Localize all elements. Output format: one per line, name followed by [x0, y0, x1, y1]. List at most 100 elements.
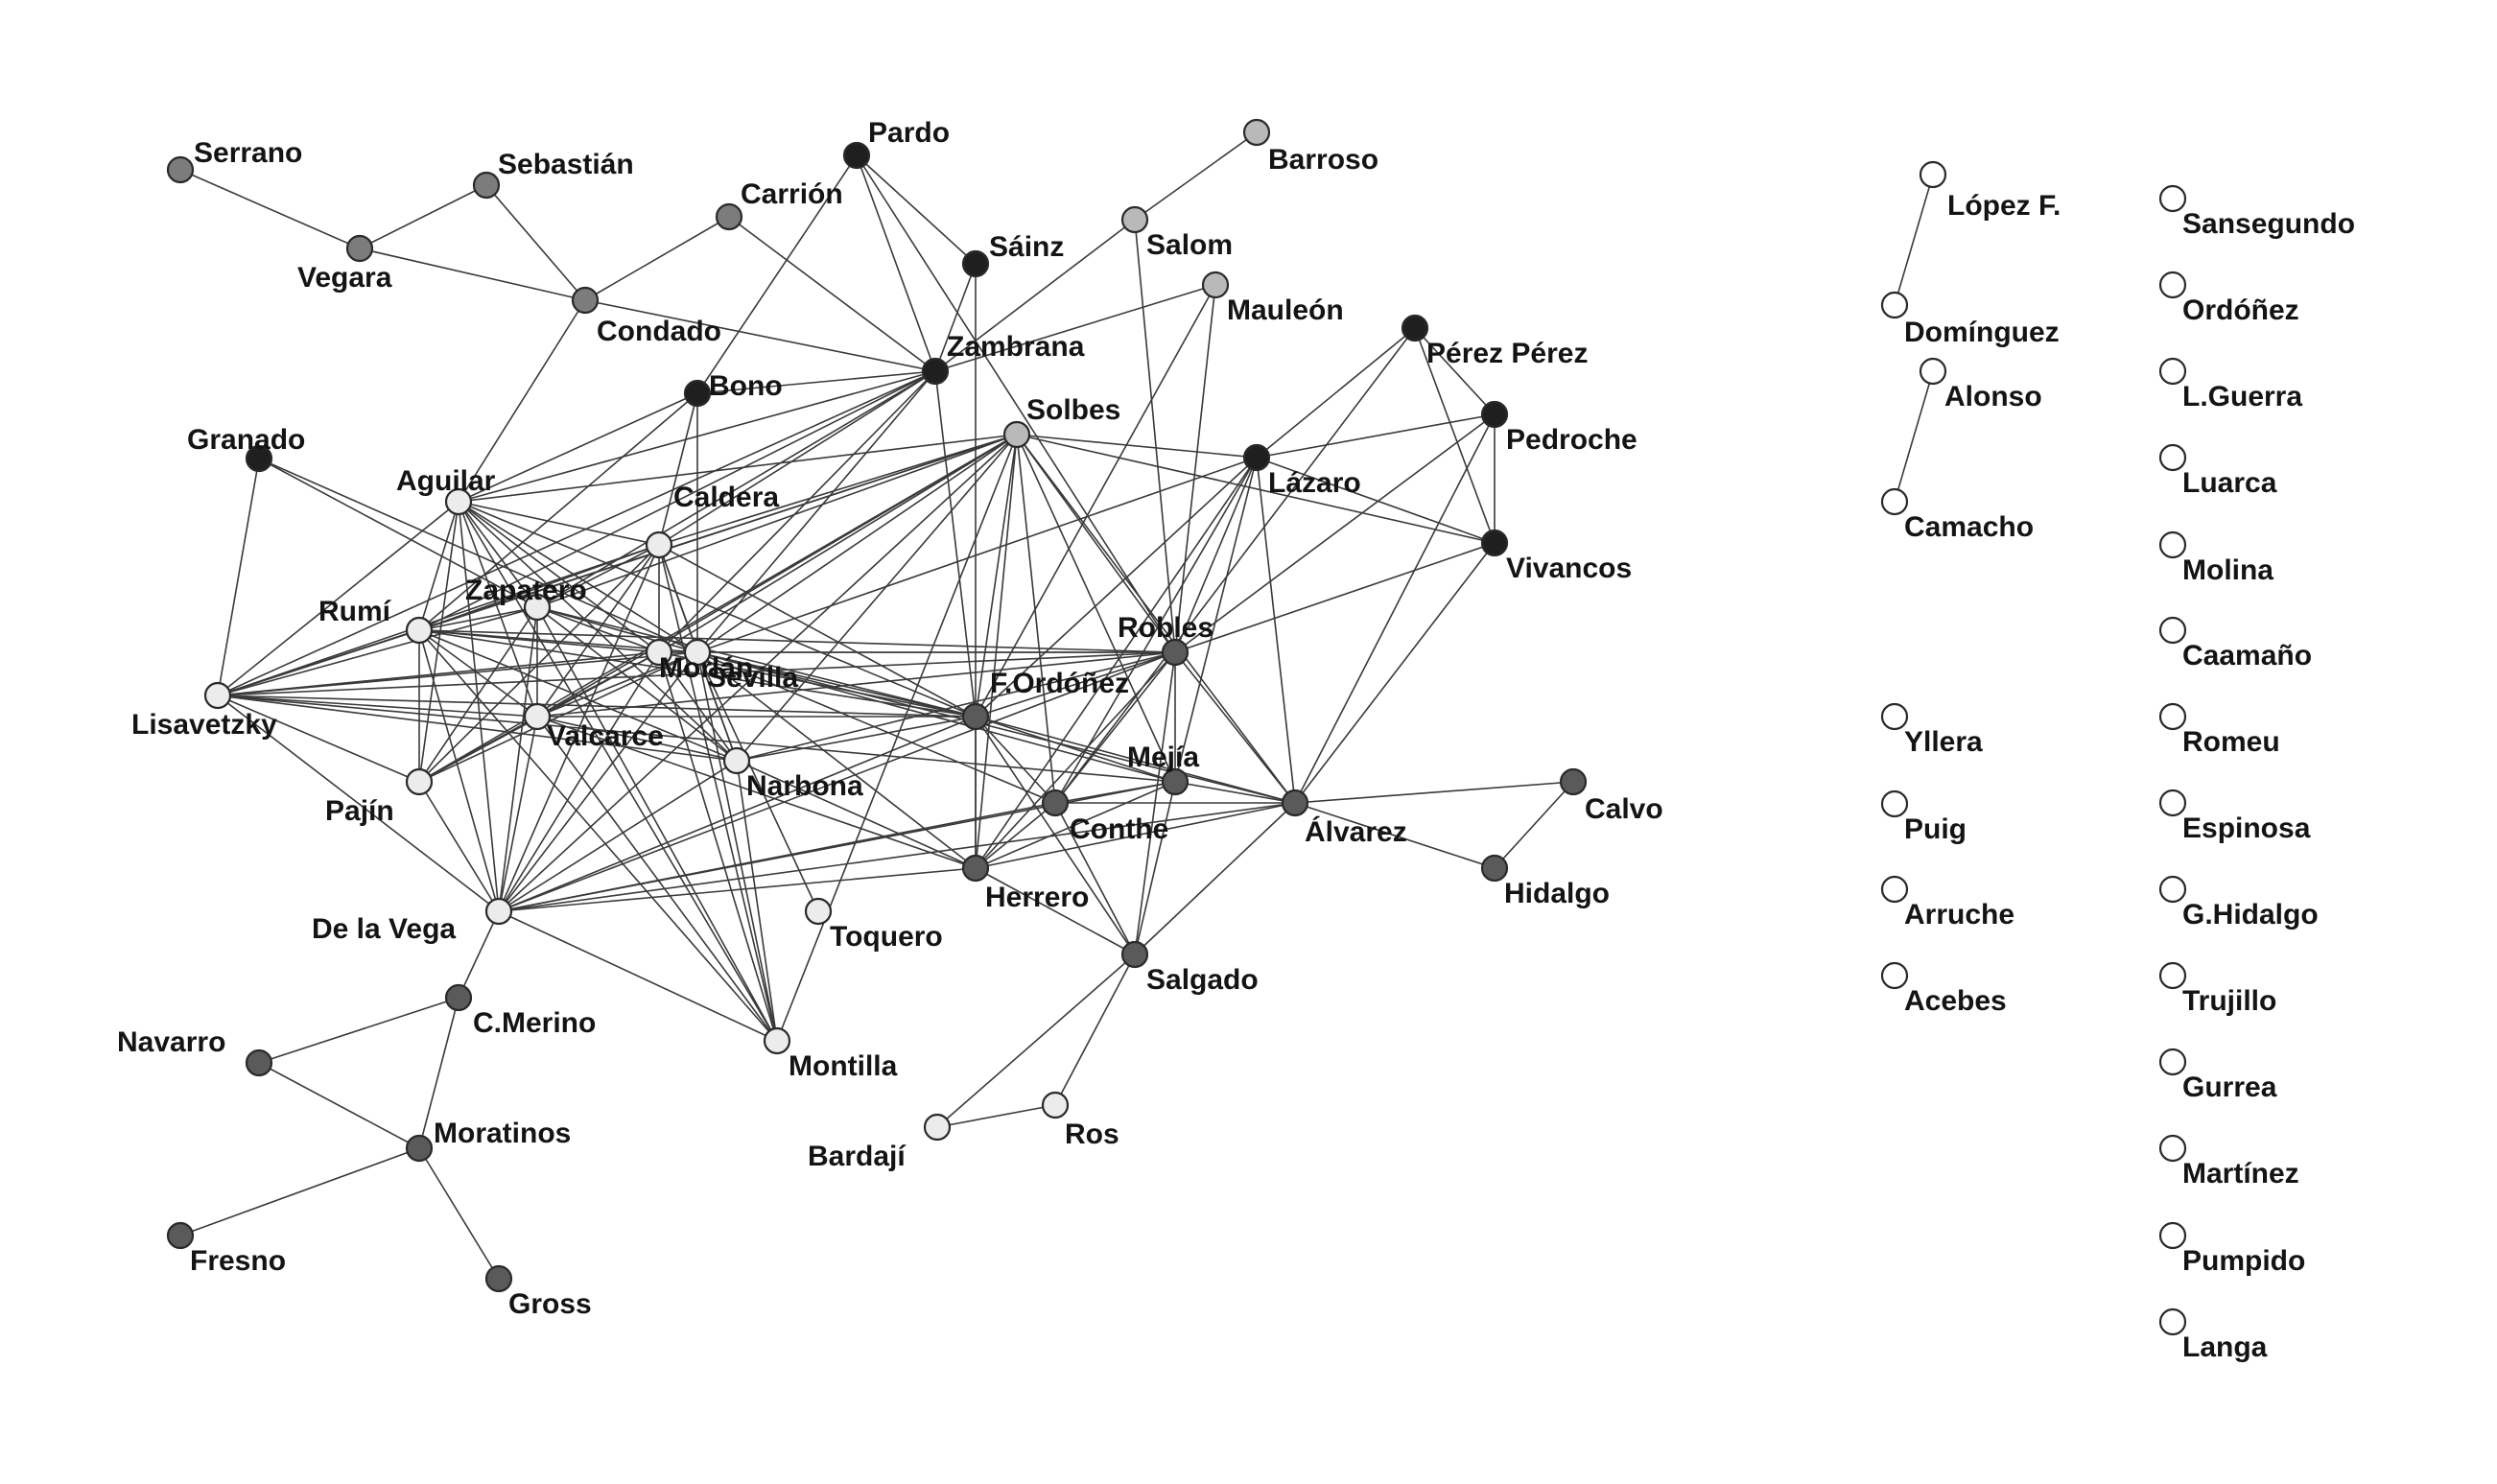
node-mauleon: [1201, 271, 1230, 299]
node-fresno: [166, 1221, 195, 1250]
edge-delavega-cmerino: [458, 910, 500, 999]
node-dominguez: [1880, 291, 1909, 319]
edge-lazaro-alvarez: [1256, 457, 1296, 804]
edge-morlan-narbona: [658, 651, 738, 762]
node-label-delavega: De la Vega: [312, 913, 456, 945]
node-delavega: [484, 897, 513, 926]
node-label-sainz: Sáinz: [989, 231, 1064, 263]
edge-conthe-salgado: [1054, 802, 1136, 955]
node-moratinos: [405, 1134, 434, 1163]
edge-solbes-alvarez: [1016, 434, 1296, 804]
node-label-mejia: Mejía: [1127, 742, 1199, 773]
node-narbona: [722, 746, 751, 775]
edge-fordonez-salgado: [975, 716, 1136, 955]
node-arruche: [1880, 875, 1909, 904]
node-label-calvo: Calvo: [1585, 793, 1663, 825]
edge-delavega-montilla: [498, 910, 778, 1042]
node-carrion: [715, 202, 743, 231]
edge-lisavetzky-valcarce: [217, 695, 538, 718]
edge-solbes-fordonez: [975, 434, 1018, 718]
edge-mejia-herrero: [975, 781, 1176, 869]
edge-pedroche-alvarez: [1294, 413, 1496, 804]
node-label-moratinos: Moratinos: [434, 1118, 571, 1149]
node-label-caldera: Caldera: [673, 482, 779, 513]
edge-narbona-delavega: [498, 760, 738, 912]
edge-fordonez-alvarez: [975, 716, 1296, 804]
edge-zambrana-rumi: [418, 370, 936, 631]
node-label-zapatero: Zapatero: [465, 575, 587, 606]
edge-lazaro-mejia: [1174, 457, 1258, 783]
edge-bardaji-ros: [936, 1104, 1056, 1128]
node-conthe: [1041, 789, 1070, 817]
node-label-trujillo: Trujillo: [2182, 985, 2276, 1017]
edge-valcarce-montilla: [536, 716, 778, 1042]
edge-zapatero-fordonez: [536, 606, 977, 718]
node-calvo: [1559, 767, 1588, 796]
node-toquero: [804, 897, 833, 926]
node-label-sebastian: Sebastián: [498, 149, 634, 180]
node-morlan: [645, 638, 673, 667]
node-lguerra: [2158, 357, 2187, 386]
edge-zambrana-caldera: [658, 370, 936, 546]
edge-salom-zambrana: [934, 219, 1136, 372]
edge-aguilar-rumi: [418, 501, 459, 631]
edge-mauleon-zambrana: [934, 284, 1216, 372]
edge-zapatero-lisavetzky: [217, 606, 538, 696]
node-navarro: [245, 1048, 273, 1077]
edge-caldera-valcarce: [536, 544, 660, 718]
edge-alonso-camacho: [1894, 370, 1934, 503]
edge-lazaro-fordonez: [975, 457, 1258, 718]
edge-mejia-salgado: [1134, 781, 1176, 955]
node-label-rumi: Rumí: [318, 596, 392, 627]
node-gurrea: [2158, 1048, 2187, 1076]
edge-sebastian-condado: [485, 184, 586, 301]
node-label-yllera: Yllera: [1904, 726, 1983, 758]
label-layer: SerranoVegaraSebastiánCondadoCarriónPard…: [117, 117, 2355, 1363]
node-puig: [1880, 789, 1909, 818]
edge-delavega-herrero: [498, 867, 977, 912]
edge-lazaro-robles: [1174, 457, 1258, 653]
node-cmerino: [444, 983, 473, 1012]
node-label-arruche: Arruche: [1904, 899, 2014, 930]
node-caldera: [645, 530, 673, 559]
node-label-narbona: Narbona: [746, 770, 863, 802]
edge-alvarez-salgado: [1134, 802, 1296, 955]
edge-vivancos-robles: [1174, 542, 1496, 653]
node-label-navarro: Navarro: [117, 1026, 225, 1058]
edge-bono-rumi: [418, 392, 698, 631]
edge-pajin-delavega: [418, 781, 500, 912]
edge-perezperez-conthe: [1054, 327, 1416, 804]
node-mejia: [1161, 767, 1190, 796]
edge-lisavetzky-sevilla: [217, 651, 698, 696]
edge-alvarez-calvo: [1294, 781, 1574, 804]
edge-solbes-sevilla: [696, 434, 1018, 653]
node-label-pardo: Pardo: [868, 117, 950, 149]
node-bardaji: [923, 1113, 952, 1142]
edge-condado-carrion: [584, 216, 730, 301]
node-perezperez: [1401, 314, 1429, 342]
edge-narbona-robles: [736, 651, 1176, 762]
edge-aguilar-caldera: [458, 501, 660, 546]
node-trujillo: [2158, 961, 2187, 990]
node-label-ros: Ros: [1065, 1119, 1119, 1150]
node-sebastian: [472, 171, 501, 200]
node-pajin: [405, 767, 434, 796]
node-aguilar: [444, 487, 473, 516]
node-label-alvarez: Álvarez: [1305, 815, 1407, 848]
edge-alvarez-hidalgo: [1294, 802, 1496, 869]
edge-sevilla-alvarez: [696, 651, 1296, 804]
node-pumpido: [2158, 1221, 2187, 1250]
edge-zambrana-fordonez: [934, 370, 977, 718]
node-label-ordonez: Ordóñez: [2182, 294, 2299, 326]
edge-zambrana-morlan: [658, 370, 936, 653]
node-label-molina: Molina: [2182, 554, 2273, 586]
edge-calvo-hidalgo: [1494, 781, 1574, 869]
edge-serrano-vegara: [179, 169, 361, 249]
edge-zapatero-morlan: [536, 606, 660, 653]
node-label-lazaro: Lázaro: [1268, 467, 1361, 499]
edge-cmerino-moratinos: [418, 997, 459, 1149]
edge-lazaro-herrero: [975, 457, 1258, 869]
edge-zapatero-delavega: [498, 606, 538, 912]
edge-zambrana-lisavetzky: [217, 370, 936, 696]
node-label-granado: Granado: [187, 424, 305, 456]
